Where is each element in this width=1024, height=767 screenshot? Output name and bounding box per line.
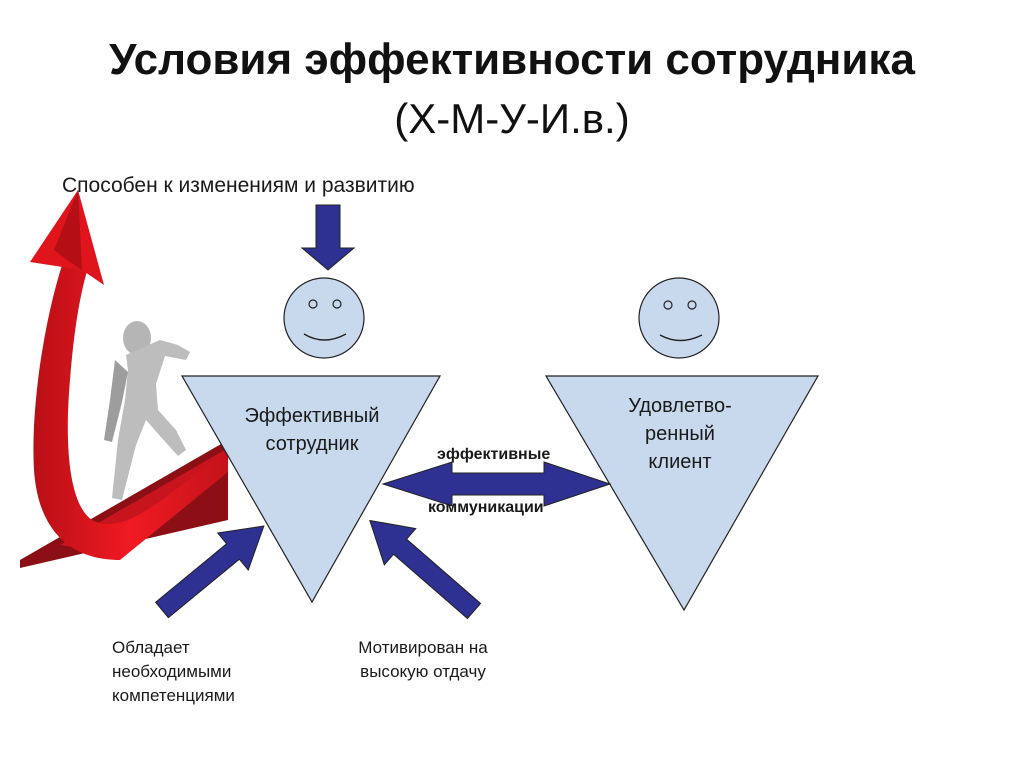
employee-label-line2: сотрудник: [265, 433, 359, 455]
client-label-line1: Удовлетво-: [628, 395, 732, 417]
client-triangle-label: Удовлетво- ренный клиент: [590, 392, 770, 476]
client-triangle: [544, 375, 820, 612]
motivation-line2: высокую отдачу: [360, 662, 486, 681]
employee-label-line1: Эффективный: [244, 405, 380, 427]
change-development-caption: Способен к изменениям и развитию: [62, 174, 415, 197]
competencies-arrow-icon: [154, 525, 265, 619]
page-title: Условия эффективности сотрудника (Х-М-У-…: [0, 30, 1024, 148]
motivation-label: Мотивирован на высокую отдачу: [338, 636, 508, 684]
employee-triangle-label: Эффективный сотрудник: [212, 402, 412, 458]
change-development-arrow-icon: [300, 204, 356, 271]
motivation-arrow-icon: [369, 519, 482, 620]
competencies-line3: компетенциями: [112, 686, 235, 705]
employee-smiley-face-icon: [283, 277, 365, 359]
title-abbreviation: (Х-М-У-И.в.): [394, 95, 630, 142]
communication-label-top: эффективные: [437, 446, 551, 463]
client-smiley-face-icon: [638, 277, 720, 359]
competencies-line1: Обладает: [112, 638, 190, 657]
motivation-line1: Мотивирован на: [358, 638, 488, 657]
employee-triangle: [180, 375, 442, 604]
communication-label-bottom: коммуникации: [428, 499, 544, 516]
walking-person-icon: [104, 321, 190, 500]
title-main: Условия эффективности сотрудника: [109, 35, 915, 84]
communication-double-arrow-icon: [381, 461, 612, 507]
client-label-line2: ренный: [645, 423, 715, 445]
client-label-line3: клиент: [648, 451, 712, 473]
competencies-line2: необходимыми: [112, 662, 232, 681]
red-curved-up-arrow-icon: [30, 190, 228, 560]
competencies-label: Обладает необходимыми компетенциями: [112, 636, 235, 708]
